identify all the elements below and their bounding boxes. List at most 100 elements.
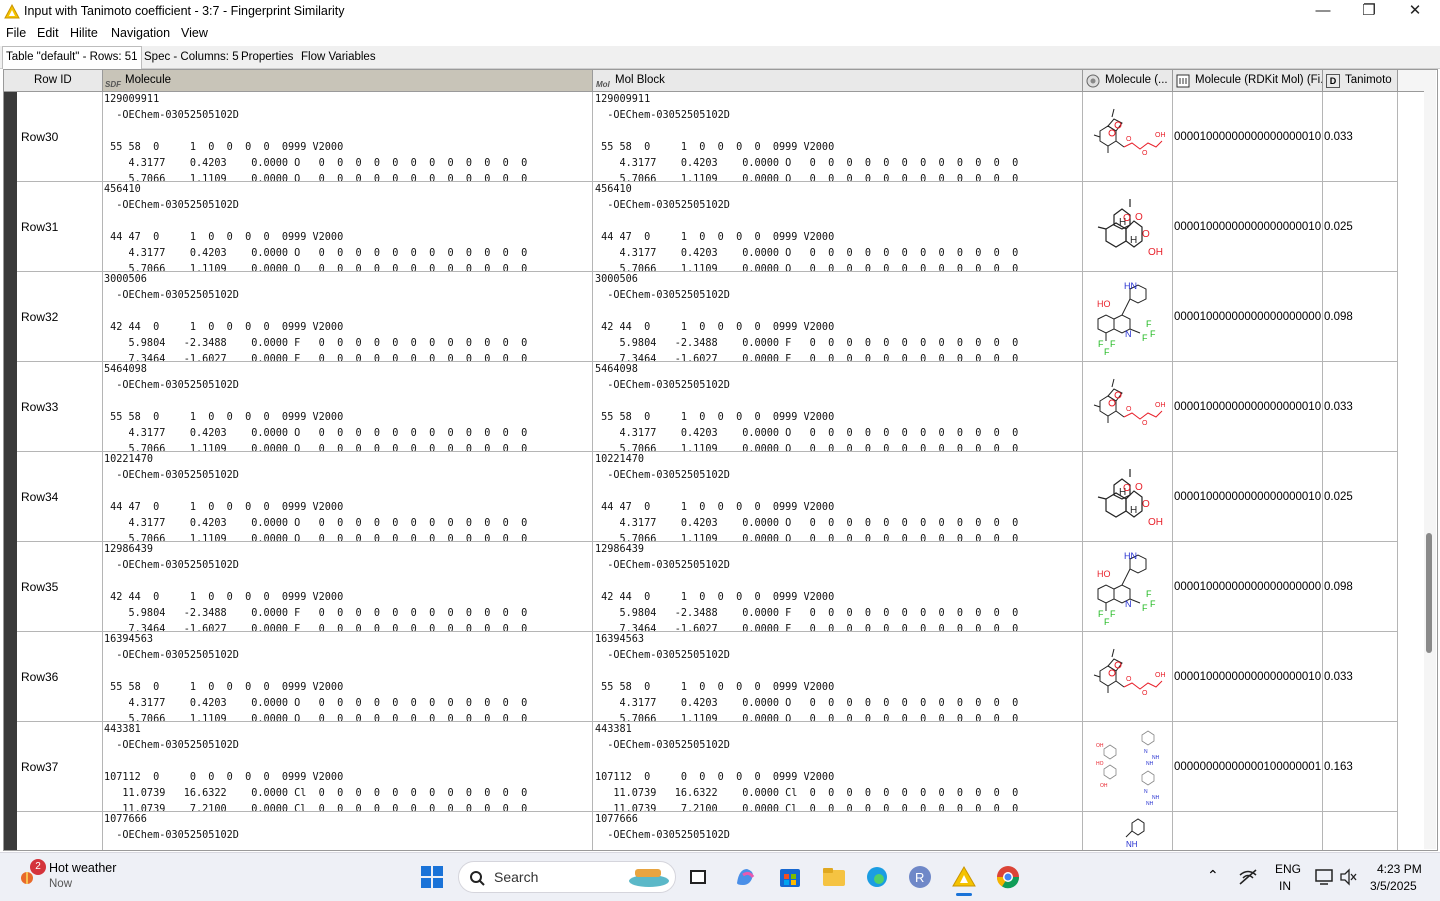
structure-image-cell[interactable]: O O OH [1083,362,1173,452]
structure-image-cell[interactable]: HN HO N F F F F F F [1083,272,1173,362]
fingerprint-cell[interactable]: 00001000000000000000000... [1173,272,1323,362]
structure-image-cell[interactable]: O O OH [1083,92,1173,182]
mefloquine-icon: HN HO N F F F F F F [1086,545,1170,629]
search-box[interactable]: Search [458,861,676,893]
structure-image-cell[interactable]: H H O O O OH [1083,452,1173,542]
clock-time[interactable]: 4:23 PM [1377,862,1422,876]
fingerprint-cell[interactable] [1173,812,1323,850]
fingerprint-cell[interactable]: 00001000000000000000000... [1173,542,1323,632]
tab-spec[interactable]: Spec - Columns: 5 [144,51,239,63]
r-app-icon[interactable]: R [908,865,932,889]
row-id-cell[interactable]: Row37 [17,722,103,812]
header-mol-block[interactable]: Mol Mol Block [593,70,1083,92]
tanimoto-cell[interactable]: 0.098 [1323,272,1398,362]
tanimoto-cell[interactable]: 0.033 [1323,632,1398,722]
svg-text:N: N [1144,749,1148,755]
mol-block-cell[interactable]: 3000506 -OEChem-03052505102D 42 44 0 1 0… [593,272,1083,362]
chrome-icon[interactable] [996,865,1020,889]
structure-image-cell[interactable]: O O OH [1083,632,1173,722]
molecule-sdf-cell[interactable]: 456410 -OEChem-03052505102D 44 47 0 1 0 … [103,182,593,272]
volume-muted-icon[interactable] [1338,867,1358,887]
svg-text:F: F [1110,339,1116,349]
fingerprint-cell[interactable]: 00001000000000000000010... [1173,362,1323,452]
molecule-sdf-cell[interactable]: 3000506 -OEChem-03052505102D 42 44 0 1 0… [103,272,593,362]
row-id-cell[interactable]: Row36 [17,632,103,722]
menu-navigation[interactable]: Navigation [111,26,171,40]
row-id-cell[interactable]: Row34 [17,452,103,542]
molecule-sdf-cell[interactable]: 5464098 -OEChem-03052505102D 55 58 0 1 0… [103,362,593,452]
tanimoto-cell[interactable]: 0.033 [1323,362,1398,452]
fingerprint-cell[interactable]: 00001000000000000000010... [1173,182,1323,272]
mol-block-cell[interactable]: 456410 -OEChem-03052505102D 44 47 0 1 0 … [593,182,1083,272]
maximize-button[interactable]: ❐ [1362,2,1376,19]
scrollbar-thumb[interactable] [1426,533,1432,653]
weather-title[interactable]: Hot weather [49,861,117,875]
molecule-sdf-cell[interactable]: 16394563 -OEChem-03052505102D 55 58 0 1 … [103,632,593,722]
fingerprint-cell[interactable]: 00000000000000100000001... [1173,722,1323,812]
header-row-id[interactable]: Row ID [4,70,103,92]
structure-image-cell[interactable]: H H O O O OH [1083,182,1173,272]
vertical-scrollbar[interactable] [1424,70,1436,849]
mol-block-cell[interactable]: 1077666 -OEChem-03052505102D [593,812,1083,850]
weather-widget-icon[interactable]: 2 [18,859,46,887]
minimize-button[interactable]: — [1315,2,1331,19]
start-icon[interactable] [420,865,444,889]
tab-table[interactable]: Table "default" - Rows: 51 [2,46,142,69]
tray-overflow-icon[interactable]: ⌃ [1207,867,1219,883]
row-selection-strip [4,182,17,272]
clock-date[interactable]: 3/5/2025 [1370,879,1417,893]
edge-icon[interactable] [865,865,889,889]
molecule-sdf-cell[interactable]: 10221470 -OEChem-03052505102D 44 47 0 1 … [103,452,593,542]
mol-block-cell[interactable]: 12986439 -OEChem-03052505102D 42 44 0 1 … [593,542,1083,632]
menu-hilite[interactable]: Hilite [70,26,98,40]
network-icon[interactable] [1238,867,1258,887]
svg-text:O: O [1123,213,1131,224]
mol-block-cell[interactable]: 16394563 -OEChem-03052505102D 55 58 0 1 … [593,632,1083,722]
tab-flow-variables[interactable]: Flow Variables [301,51,376,63]
molecule-sdf-cell[interactable]: 12986439 -OEChem-03052505102D 42 44 0 1 … [103,542,593,632]
knime-taskbar-icon[interactable] [952,865,976,896]
fingerprint-cell[interactable]: 00001000000000000000010... [1173,452,1323,542]
menu-file[interactable]: File [6,26,27,40]
row-id-cell[interactable]: Row31 [17,182,103,272]
molecule-sdf-cell[interactable]: 1077666 -OEChem-03052505102D [103,812,593,850]
structure-image-cell[interactable]: NH [1083,812,1173,850]
copilot-icon[interactable] [733,865,757,889]
tab-properties[interactable]: Properties [241,51,294,63]
tanimoto-cell[interactable]: 0.033 [1323,92,1398,182]
tanimoto-cell[interactable]: 0.098 [1323,542,1398,632]
store-icon[interactable] [778,865,802,889]
molecule-sdf-cell[interactable]: 443381 -OEChem-03052505102D 107112 0 0 0… [103,722,593,812]
header-tanimoto[interactable]: D Tanimoto [1323,70,1398,92]
svg-text:O: O [1142,150,1148,157]
tanimoto-cell[interactable]: 0.163 [1323,722,1398,812]
tanimoto-cell[interactable]: 0.025 [1323,182,1398,272]
close-button[interactable]: ✕ [1408,2,1422,19]
file-explorer-icon[interactable] [822,865,846,889]
fingerprint-cell[interactable]: 00001000000000000000010... [1173,92,1323,182]
header-fingerprint[interactable]: Molecule (RDKit Mol) (Fi... [1173,70,1323,92]
language-indicator[interactable]: ENG [1275,862,1302,876]
row-id-cell[interactable]: Row35 [17,542,103,632]
row-id-cell[interactable]: Row30 [17,92,103,182]
svg-text:N: N [1144,789,1148,795]
task-view-icon[interactable] [688,867,708,887]
row-id-cell[interactable]: Row32 [17,272,103,362]
molecule-sdf-cell[interactable]: 129009911 -OEChem-03052505102D 55 58 0 1… [103,92,593,182]
mol-block-cell[interactable]: 129009911 -OEChem-03052505102D 55 58 0 1… [593,92,1083,182]
tanimoto-cell[interactable] [1323,812,1398,850]
display-icon[interactable] [1314,867,1334,887]
tanimoto-cell[interactable]: 0.025 [1323,452,1398,542]
menu-view[interactable]: View [181,26,208,40]
row-id-cell[interactable]: Row33 [17,362,103,452]
mol-block-cell[interactable]: 5464098 -OEChem-03052505102D 55 58 0 1 0… [593,362,1083,452]
mol-block-cell[interactable]: 443381 -OEChem-03052505102D 107112 0 0 0… [593,722,1083,812]
row-id-cell[interactable] [17,812,103,850]
mol-block-cell[interactable]: 10221470 -OEChem-03052505102D 44 47 0 1 … [593,452,1083,542]
header-rdkit-molecule[interactable]: Molecule (... [1083,70,1173,92]
fingerprint-cell[interactable]: 00001000000000000000010... [1173,632,1323,722]
header-molecule[interactable]: SDF Molecule [103,70,593,92]
structure-image-cell[interactable]: HN HO N F F F F F F [1083,542,1173,632]
menu-edit[interactable]: Edit [37,26,59,40]
